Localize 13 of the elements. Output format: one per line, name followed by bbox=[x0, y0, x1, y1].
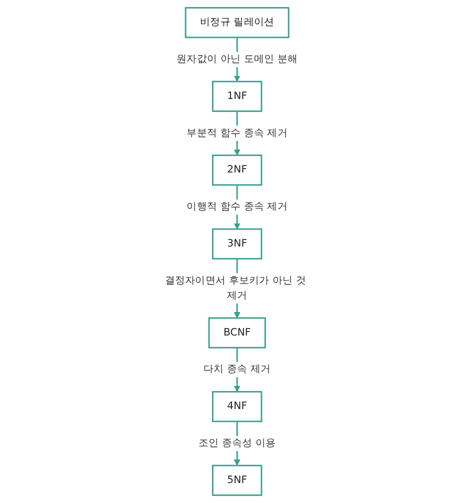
node-box: 4NF bbox=[212, 391, 262, 422]
edge-label: 이행적 함수 종속 제거 bbox=[186, 200, 288, 212]
node-box: 비정규 릴레이션 bbox=[184, 7, 290, 38]
node-box: 3NF bbox=[212, 228, 262, 260]
edge-label: 결정자이면서 후보키가 아닌 것 제거 bbox=[164, 274, 306, 302]
edge-label: 조인 종속성 이용 bbox=[198, 437, 276, 449]
edge-label: 다치 종속 제거 bbox=[203, 364, 271, 376]
node-box: 1NF bbox=[212, 80, 262, 112]
edge-label: 부분적 함수 종속 제거 bbox=[186, 127, 288, 139]
edge-label: 원자값이 아닌 도메인 분해 bbox=[176, 53, 298, 65]
node-box: BCNF bbox=[208, 317, 266, 348]
node-box: 2NF bbox=[212, 154, 262, 186]
node-box: 5NF bbox=[212, 464, 262, 496]
